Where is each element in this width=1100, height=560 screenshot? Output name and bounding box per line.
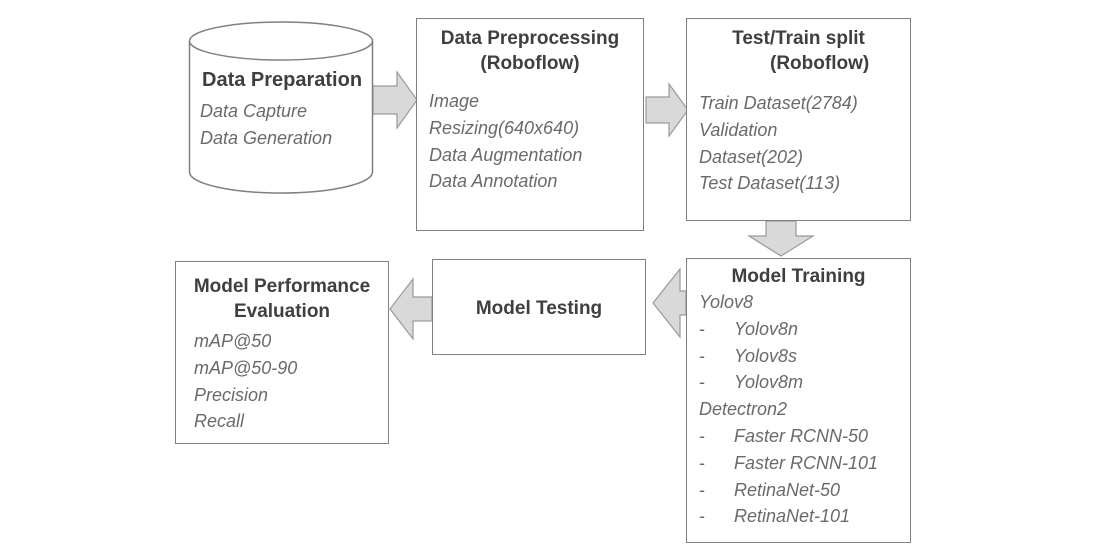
node-data-preparation: Data Preparation Data Capture Data Gener… — [190, 68, 378, 152]
arrow-testing-to-evaluation — [389, 277, 433, 341]
node-item-text: Yolov8m — [734, 372, 804, 393]
arrow-preparation-to-preprocessing — [372, 70, 418, 130]
node-item-text: Faster RCNN-50 — [734, 425, 869, 446]
node-item-text: Faster RCNN-101 — [734, 452, 879, 473]
node-item: Validation — [699, 119, 778, 140]
node-item: Resizing(640x640) — [429, 117, 580, 138]
node-data-preprocessing: Data Preprocessing (Roboflow) Image Resi… — [416, 18, 644, 231]
node-title: Data Preprocessing (Roboflow) — [440, 28, 620, 74]
node-title: Model Performance Evaluation — [193, 276, 371, 322]
node-title: Data Preparation — [202, 69, 363, 91]
node-item: - RetinaNet-50 — [699, 477, 910, 504]
node-items: mAP@50 mAP@50-90 Precision Recall — [176, 328, 388, 435]
node-item: - Yolov8n — [699, 316, 910, 343]
node-item: - Faster RCNN-101 — [699, 450, 910, 477]
list-dash: - — [699, 506, 705, 527]
node-item: Yolov8 — [699, 292, 754, 312]
node-item: Data Generation — [200, 127, 333, 148]
node-model-testing: Model Testing — [432, 259, 646, 355]
node-item: mAP@50-90 — [194, 357, 298, 378]
node-title: Model Training — [731, 266, 866, 287]
node-item: Precision — [194, 384, 269, 405]
node-item: - RetinaNet-101 — [699, 503, 910, 530]
node-item-text: Yolov8n — [734, 318, 799, 339]
node-title: Model Testing — [475, 298, 603, 319]
node-title: Test/Train split (Roboflow) — [732, 28, 870, 74]
node-item: Recall — [194, 411, 245, 432]
node-items: Image Resizing(640x640) Data Augmentatio… — [417, 88, 643, 195]
list-dash: - — [699, 318, 705, 339]
node-item: Image — [429, 91, 480, 111]
node-model-performance-evaluation: Model Performance Evaluation mAP@50 mAP@… — [175, 261, 389, 444]
arrow-split-to-training — [746, 220, 816, 257]
arrow-training-to-testing — [652, 267, 687, 339]
node-item: Data Capture — [200, 101, 308, 121]
node-items: Train Dataset(2784) Validation Dataset(2… — [687, 90, 910, 197]
node-item: Data Annotation — [429, 171, 558, 192]
node-items: Yolov8 - Yolov8n - Yolov8s - Yolov8m Detect… — [687, 289, 910, 530]
node-model-training: Model Training Yolov8 - Yolov8n - Yolov8s … — [686, 258, 911, 543]
node-test-train-split: Test/Train split (Roboflow) Train Datase… — [686, 18, 911, 221]
node-item: Train Dataset(2784) — [699, 93, 858, 113]
node-item: Detectron2 — [699, 399, 788, 420]
node-item: Data Augmentation — [429, 144, 583, 165]
node-item: mAP@50 — [194, 331, 272, 351]
list-dash: - — [699, 372, 705, 393]
list-dash: - — [699, 479, 705, 500]
node-item: - Faster RCNN-50 — [699, 423, 910, 450]
node-item-text: RetinaNet-101 — [734, 506, 851, 527]
node-item: Dataset(202) — [699, 146, 804, 167]
node-item: Test Dataset(113) — [699, 173, 841, 194]
node-items: Data Capture Data Generation — [190, 98, 378, 152]
node-item-text: Yolov8s — [734, 345, 798, 366]
node-item: - Yolov8s — [699, 343, 910, 370]
database-cylinder-icon — [188, 21, 374, 194]
node-item-text: RetinaNet-50 — [734, 479, 841, 500]
list-dash: - — [699, 452, 705, 473]
list-dash: - — [699, 345, 705, 366]
node-item: - Yolov8m — [699, 369, 910, 396]
arrow-preprocessing-to-split — [645, 82, 689, 138]
list-dash: - — [699, 425, 705, 446]
